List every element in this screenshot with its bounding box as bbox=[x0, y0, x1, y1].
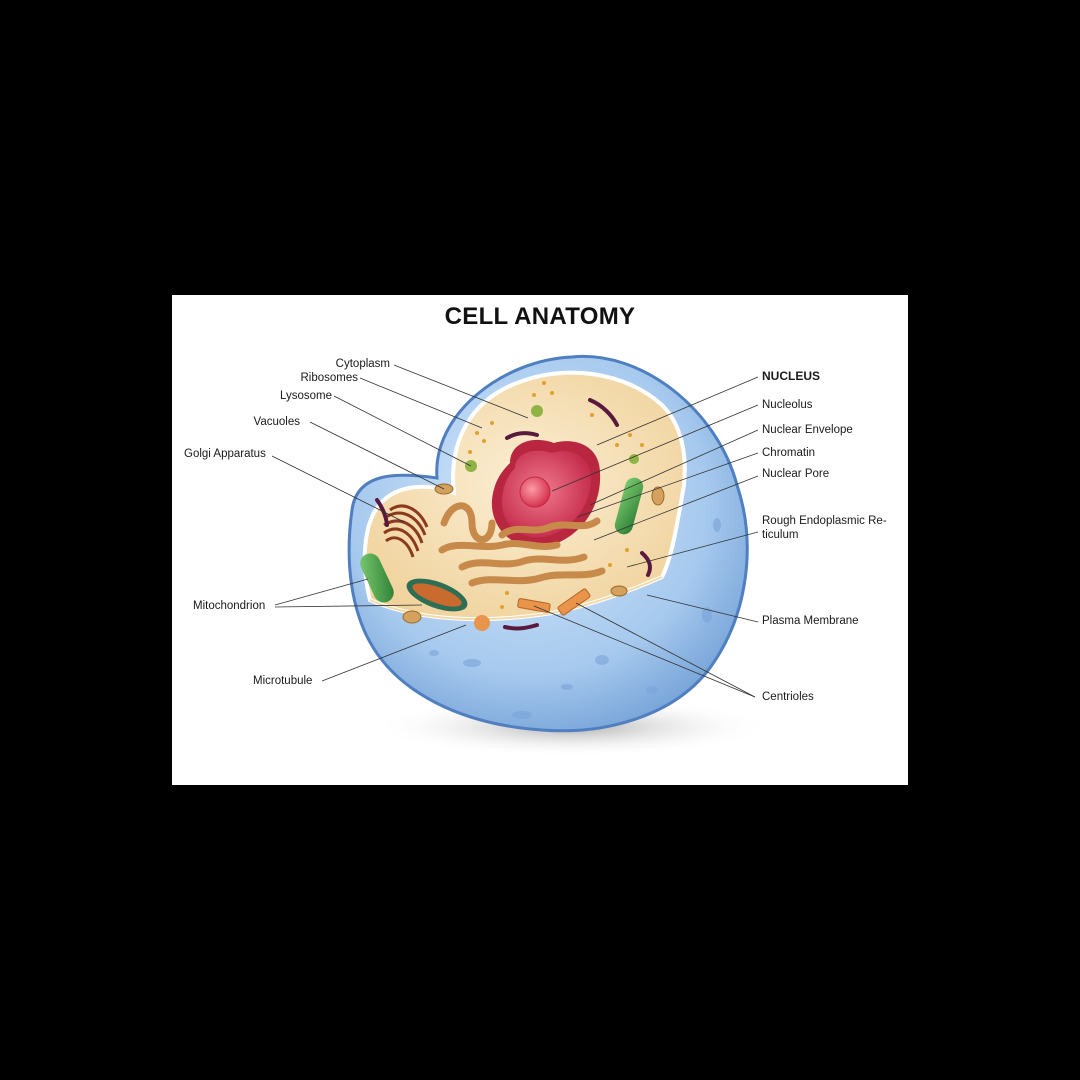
label-chromatin: Chromatin bbox=[762, 447, 816, 459]
ribosome-dots bbox=[468, 381, 644, 609]
label-lysosome: Lysosome bbox=[280, 390, 332, 402]
label-nuclear-pore: Nuclear Pore bbox=[762, 468, 830, 480]
vesicles bbox=[402, 405, 665, 631]
cell-illustration bbox=[271, 354, 772, 757]
mitochondria-shapes bbox=[360, 477, 644, 612]
label-centrioles: Centrioles bbox=[762, 691, 814, 703]
label-cytoplasm: Cytoplasm bbox=[335, 358, 390, 370]
label-rough-er-line2: ticulum bbox=[762, 529, 799, 541]
label-nuclear-envelope: Nuclear Envelope bbox=[762, 424, 853, 436]
nucleus-shape bbox=[491, 439, 601, 548]
nucleolus-shape bbox=[519, 476, 551, 508]
label-ribosomes: Ribosomes bbox=[300, 372, 358, 384]
label-nucleolus: Nucleolus bbox=[762, 399, 813, 411]
diagram-panel: CELL ANATOMY Cytoplasm Ribosomes Lysosom… bbox=[172, 295, 908, 785]
smooth-er-strands bbox=[375, 398, 652, 631]
leader-lines bbox=[271, 364, 759, 698]
label-mitochondrion: Mitochondrion bbox=[193, 600, 266, 612]
label-nucleus: NUCLEUS bbox=[762, 369, 821, 383]
label-vacuoles: Vacuoles bbox=[253, 416, 300, 428]
label-microtubule: Microtubule bbox=[253, 675, 313, 687]
rough-er-shape bbox=[438, 502, 606, 587]
membrane-texture bbox=[429, 518, 721, 719]
label-golgi-apparatus: Golgi Apparatus bbox=[184, 448, 266, 460]
label-rough-er-line1: Rough Endoplasmic Re- bbox=[762, 515, 887, 527]
label-plasma-membrane: Plasma Membrane bbox=[762, 615, 859, 627]
page-title: CELL ANATOMY bbox=[444, 303, 636, 330]
